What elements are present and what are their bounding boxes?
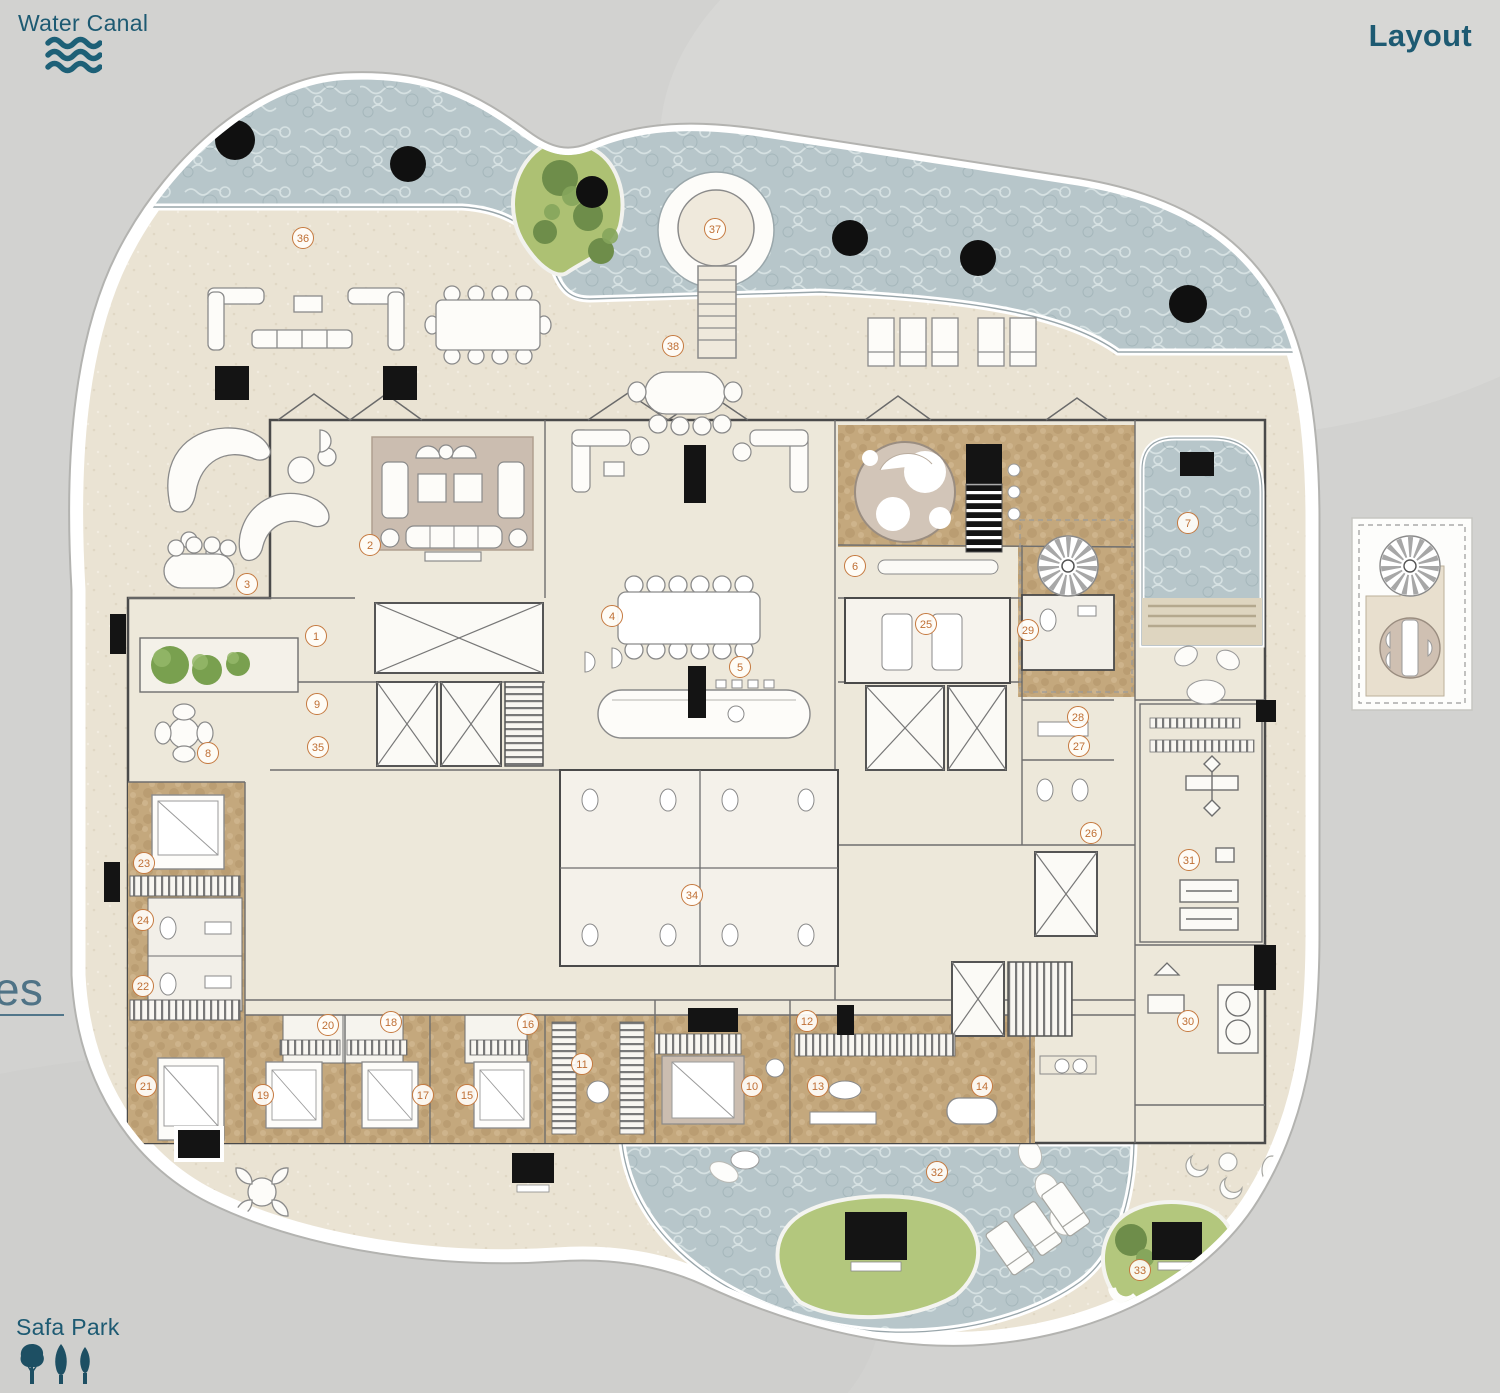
top-island: [511, 140, 625, 277]
roof-terrace-furniture: [207, 285, 1037, 436]
building: [104, 392, 1276, 1145]
hall-seating: [571, 429, 809, 503]
spa-terrace: [854, 441, 1133, 693]
living-room: [371, 436, 534, 562]
waves-icon: [45, 36, 102, 74]
spa-rooms: [844, 594, 1115, 802]
stair-inset-card: [1351, 517, 1473, 711]
dining-room: [617, 575, 761, 660]
wall-blocks: [104, 614, 1276, 990]
left-edge-partial-label: es: [0, 963, 44, 1015]
plunge-pool: [1139, 435, 1265, 705]
laundry-room: [1147, 962, 1259, 1054]
gym: [1139, 703, 1263, 943]
planter-terrace: [139, 637, 299, 763]
bar: [584, 647, 811, 739]
left-edge-underline: [0, 1014, 64, 1016]
bottom-island: [775, 1194, 981, 1320]
safa-park-label: Safa Park: [16, 1314, 120, 1340]
page-title: Layout: [1368, 18, 1472, 53]
water-canal-label: Water Canal: [18, 10, 149, 36]
pavilion: [845, 1212, 907, 1260]
bedrooms: [265, 1008, 1097, 1135]
trees-icon: [20, 1344, 90, 1384]
curved-lounge: [163, 427, 337, 589]
lower-terrace-furniture: [174, 1126, 760, 1217]
bath-cluster: [559, 769, 839, 967]
